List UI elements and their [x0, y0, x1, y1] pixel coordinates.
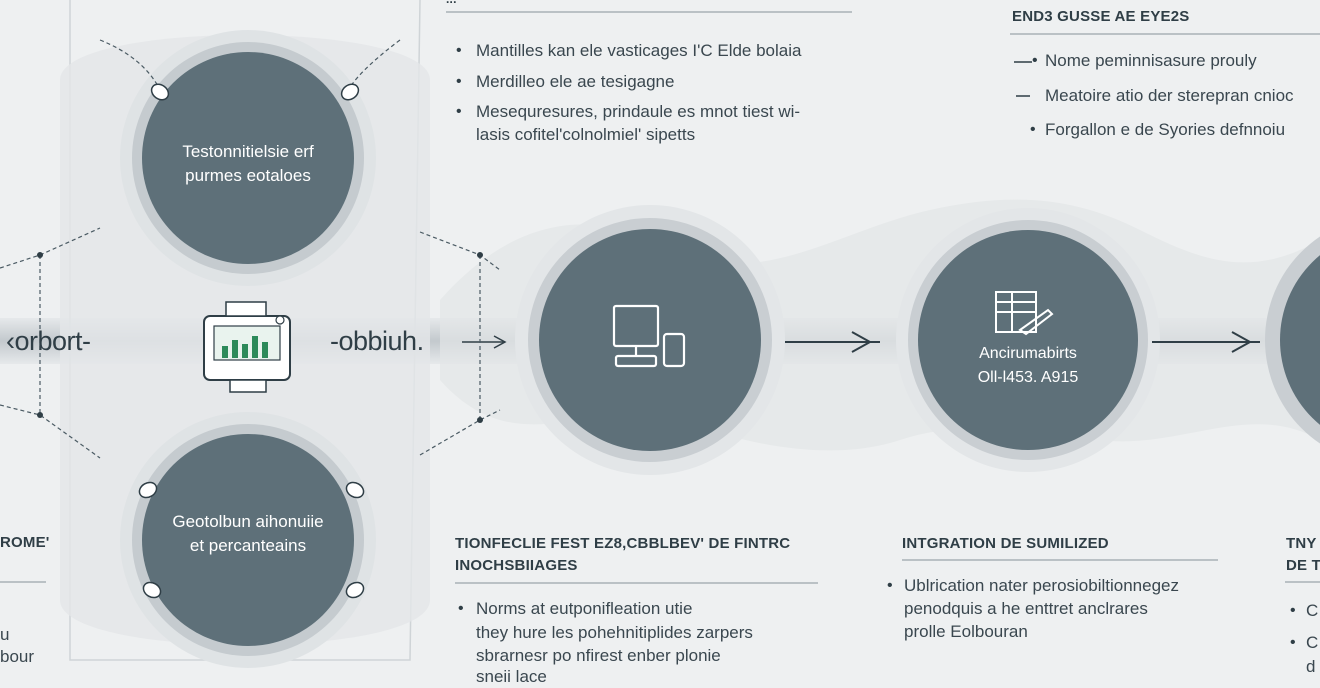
top-right-item-3: Forgallon e de Syories defnnoiu	[1045, 120, 1286, 139]
far-right-item-3: d	[1306, 657, 1316, 676]
separator-lines	[0, 11, 1320, 584]
far-right-header-1: TNY	[1286, 535, 1317, 552]
right-circle	[918, 230, 1138, 450]
bullet-icon: •	[456, 103, 462, 120]
top-left-item-2: Merdilleo ele ae tesigagne	[476, 72, 675, 91]
bottom-circle	[142, 434, 354, 646]
top-left-item-3-continuation: lasis cofitel'colnolmiel' sipetts	[476, 125, 696, 144]
bottom-circle-label-line-1: Geotolbun aihonuiie	[172, 512, 324, 531]
bottom-middle-line-4: sneii lace	[476, 667, 547, 686]
top-left-item-3: Mesequresures, prindaule es mnot tiest w…	[476, 102, 801, 121]
bullet-icon: •	[456, 42, 462, 59]
flow-arrow-3	[462, 335, 507, 349]
bullet-icon: •	[1032, 52, 1038, 69]
top-circle-label-line-1: Testonnitielsie erf	[182, 142, 314, 161]
dash-markers	[1014, 61, 1032, 97]
bottom-circle-label-line-2: et percanteains	[189, 536, 307, 555]
bottom-right-item-1: Ublrication nater perosiobiltionnegez	[904, 576, 1179, 595]
bottom-middle-header-1: TIONFECLIE FEST EZ8,CBBLBEV' DE FINTRC	[455, 535, 791, 552]
flow-right-word: -obbiuh.	[330, 326, 424, 356]
left-edge-line-1: u	[0, 625, 10, 644]
flow-left-word: ‹orbort-	[6, 326, 91, 356]
bullet-icon: •	[456, 73, 462, 90]
left-edge-line-2: bour	[0, 647, 35, 666]
bottom-middle-line-2: they hure les pohehnitiplides zarpers	[476, 623, 753, 642]
far-right-circle	[1280, 255, 1320, 425]
machine-icon	[203, 301, 291, 393]
bottom-right-header: INTGRATION DE SUMILIZED	[902, 535, 1109, 552]
left-edge-header: ROME'	[0, 534, 50, 551]
right-circle-label-line-2: Oll-l453. A915	[977, 369, 1079, 386]
flow-arrow-2	[1152, 331, 1260, 353]
top-right-item-2: Meatoire atio der sterepran cnioc	[1045, 86, 1294, 105]
far-right-header-2: DE T	[1286, 557, 1320, 574]
flow-arrow-1	[785, 331, 880, 353]
bottom-middle-header-2: INOCHSBIIAGES	[455, 557, 578, 574]
top-circle-label: Testonnitielsie erf purmes eotaloes	[148, 140, 348, 188]
document-edit-icon	[995, 291, 1054, 336]
bottom-middle-line-3: sbrarnesr po nfirest enber plonie	[476, 646, 721, 665]
top-right-header: END3 GUSSE AE EYE2S	[1012, 8, 1190, 25]
devices-icon	[612, 304, 686, 368]
bullet-icon: •	[1030, 121, 1036, 138]
bottom-right-line-3: prolle Eolbouran	[904, 622, 1028, 641]
middle-circle	[539, 229, 761, 451]
leaf-icons	[138, 83, 365, 599]
bullet-icon: •	[458, 600, 464, 617]
bottom-middle-item-1: Norms at eutponifleation utie	[476, 599, 693, 618]
far-right-item-1: C	[1306, 601, 1319, 620]
bullet-icon: •	[887, 577, 893, 594]
bullet-icon: •	[1290, 634, 1296, 651]
right-circle-label-line-1: Ancirumabirts	[979, 345, 1077, 362]
top-circle	[142, 52, 354, 264]
right-circle-label: Ancirumabirts Oll-l453. A915	[938, 342, 1118, 390]
connector-nodes	[37, 252, 483, 423]
top-circle-label-line-2: purmes eotaloes	[185, 166, 311, 185]
far-right-item-2: C	[1306, 633, 1319, 652]
top-left-item-1: Mantilles kan ele vasticages I'C Elde bo…	[476, 41, 802, 60]
bullet-icon: •	[1290, 602, 1296, 619]
top-right-item-1: Nome peminnisasure prouly	[1045, 51, 1257, 70]
bottom-circle-label: Geotolbun aihonuiie et percanteains	[148, 510, 348, 558]
bottom-right-line-2: penodquis a he enttret anclrares	[904, 599, 1148, 618]
top-left-header: ...	[446, 0, 457, 6]
